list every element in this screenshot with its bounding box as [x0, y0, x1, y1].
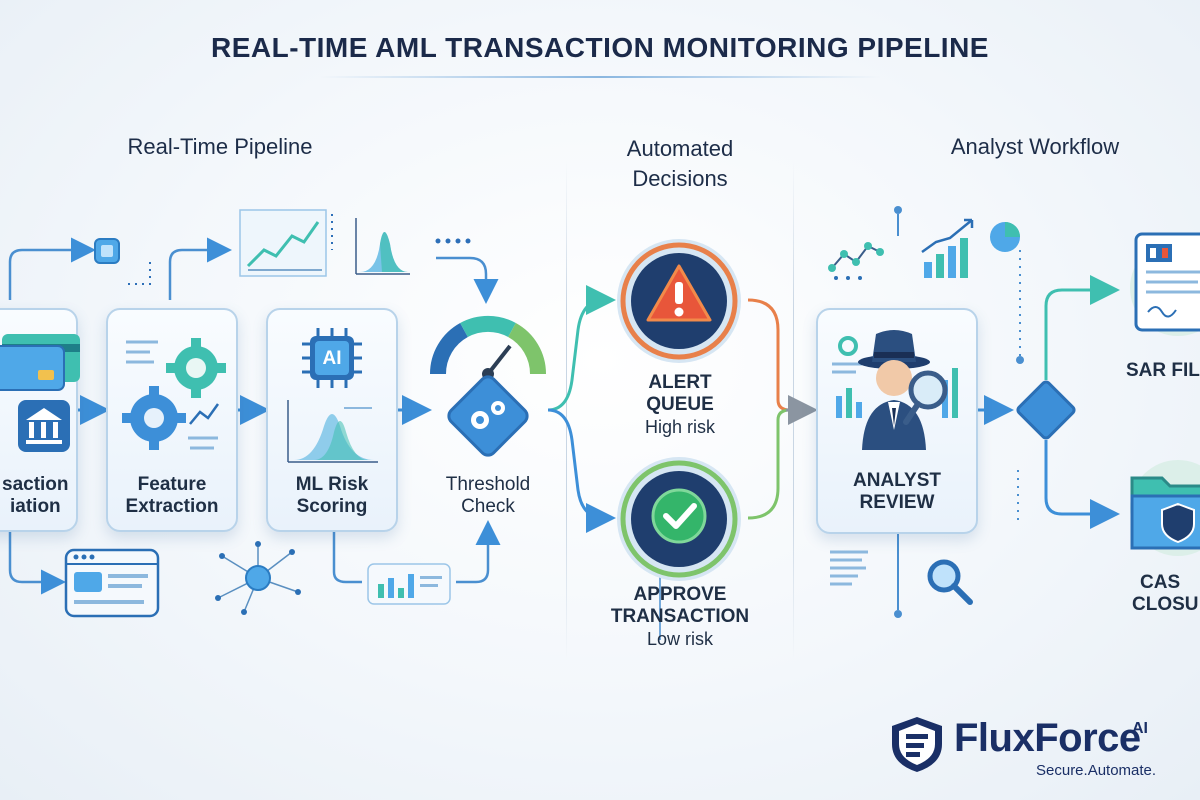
brand-tagline: Secure.Automate. — [1036, 762, 1157, 779]
alert-line2: QUEUE — [646, 394, 714, 415]
node-case-label: CAS CLOSU — [1132, 572, 1200, 616]
node-ml-label: ML Risk Scoring — [268, 474, 396, 518]
approve-badge[interactable] — [614, 454, 744, 584]
approve-sub: Low risk — [646, 629, 713, 649]
detective-icon — [832, 330, 958, 450]
node-alert-label: ALERT QUEUE High risk — [600, 372, 760, 438]
case-line2: CLOSU — [1132, 594, 1199, 615]
check-icon — [651, 488, 707, 544]
feature-line1: Feature — [137, 474, 207, 495]
credit-card-icon — [0, 334, 80, 391]
folder-shield-icon[interactable] — [1118, 452, 1200, 562]
trend-chart-icon — [239, 209, 327, 277]
mini-bar-chart-icon — [367, 563, 451, 605]
threshold-line1: Threshold — [445, 474, 531, 495]
feature-line2: Extraction — [125, 496, 219, 517]
node-feature-label: Feature Extraction — [108, 474, 236, 518]
brand-logo: FluxForce AI Secure.Automate. — [888, 714, 1158, 780]
shield-logo-icon — [892, 717, 942, 772]
node-analyst-review[interactable]: ANALYST REVIEW — [816, 308, 978, 534]
title-underline — [320, 76, 880, 78]
initiation-line1: saction — [2, 474, 69, 495]
document-icon[interactable] — [1118, 226, 1200, 336]
section-automated-decisions-line2: Decisions — [632, 166, 728, 191]
bank-icon — [18, 400, 70, 452]
analyst-line2: REVIEW — [859, 492, 935, 513]
initiation-line2: iation — [10, 496, 61, 517]
alert-sub: High risk — [644, 417, 715, 437]
distribution-chart-icon — [287, 400, 378, 463]
scatter-plot-icon — [828, 242, 884, 280]
node-transaction-initiation[interactable]: saction iation — [0, 308, 80, 532]
pie-chart-icon — [990, 222, 1020, 252]
growth-bar-chart-icon — [921, 218, 974, 278]
gauge-icon — [429, 315, 547, 380]
section-automated-decisions: Automated Decisions — [580, 134, 780, 194]
page-title: REAL-TIME AML TRANSACTION MONITORING PIP… — [211, 32, 989, 63]
node-ml-risk-scoring[interactable]: AI ML Risk Scoring — [266, 308, 398, 532]
section-analyst-workflow: Analyst Workflow — [950, 134, 1120, 159]
ml-line1: ML Risk — [295, 474, 369, 495]
approve-line1: APPROVE — [633, 584, 727, 605]
divider-left — [566, 160, 567, 660]
arrow-to-approve — [547, 408, 616, 533]
node-threshold-label: Threshold Check — [428, 474, 548, 518]
analyst-line1: ANALYST — [853, 470, 941, 491]
approve-line2: TRANSACTION — [610, 606, 750, 627]
brand-superscript: AI — [1132, 720, 1148, 737]
review-decision-diamond[interactable] — [1011, 375, 1081, 445]
browser-window-icon — [64, 548, 160, 618]
node-analyst-label: ANALYST REVIEW — [818, 470, 976, 514]
alert-badge[interactable] — [614, 236, 744, 366]
warning-icon — [646, 264, 712, 322]
section-real-time-pipeline: Real-Time Pipeline — [127, 134, 313, 159]
section-automated-decisions-line1: Automated — [626, 136, 734, 161]
text-lines-icon — [830, 550, 868, 586]
node-sar-label: SAR FIL — [1126, 360, 1200, 381]
node-initiation-label: saction iation — [2, 474, 76, 518]
magnifier-icon — [927, 559, 973, 605]
arrow-to-alert — [547, 285, 616, 412]
dots-icon — [435, 238, 471, 244]
threshold-diamond-icon — [447, 375, 529, 457]
alert-line1: ALERT — [648, 372, 712, 393]
node-approve-label: APPROVE TRANSACTION Low risk — [590, 584, 770, 650]
node-feature-extraction[interactable]: Feature Extraction — [106, 308, 238, 532]
arrow-to-sar — [1044, 275, 1120, 380]
ml-line2: Scoring — [296, 496, 368, 517]
case-line1: CAS — [1140, 572, 1181, 593]
gear-icon — [122, 338, 226, 450]
ai-chip-icon — [302, 328, 362, 388]
bell-curve-icon — [355, 218, 410, 275]
threshold-line2: Check — [461, 496, 515, 517]
chip-small-icon — [94, 238, 120, 264]
brand-name: FluxForce — [954, 716, 1141, 760]
arrow-to-case — [1044, 440, 1120, 529]
network-hub-icon — [215, 541, 301, 615]
ai-chip-label: AI — [322, 348, 342, 369]
